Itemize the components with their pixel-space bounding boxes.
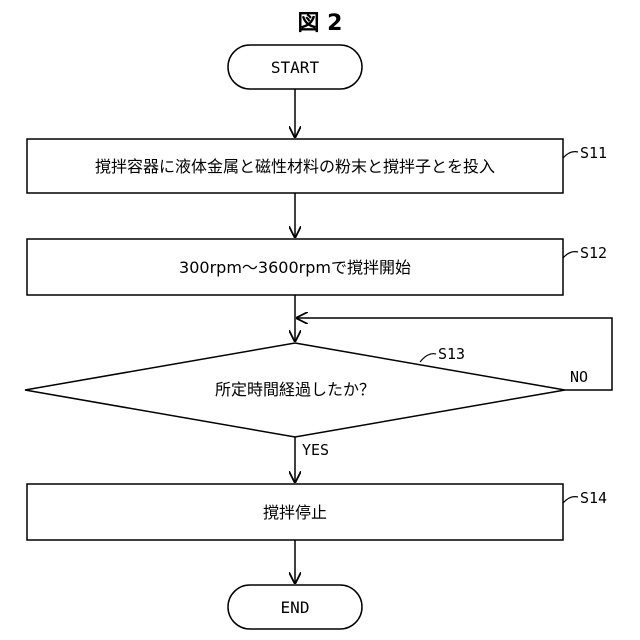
no-label: NO [570,368,588,386]
figure-title: 図 2 [298,11,343,36]
step-label-s12: S12 [580,244,607,262]
process-label-s12: 300rpm〜3600rpmで撹拌開始 [179,258,411,277]
step-label-s13: S13 [438,345,465,363]
process-label-s14: 撹拌停止 [263,503,327,522]
end-label: END [281,598,310,617]
step-label-s11: S11 [580,144,607,162]
start-label: START [271,58,320,77]
process-label-s11: 撹拌容器に液体金属と磁性材料の粉末と撹拌子とを投入 [95,157,495,176]
step-leader-s11 [563,152,578,158]
step-label-s14: S14 [580,489,607,507]
step-leader-s12 [563,252,578,258]
step-leader-s13 [420,354,436,362]
step-leader-s14 [563,497,578,503]
yes-label: YES [302,441,329,459]
decision-label-s13: 所定時間経過したか？ [215,380,375,399]
